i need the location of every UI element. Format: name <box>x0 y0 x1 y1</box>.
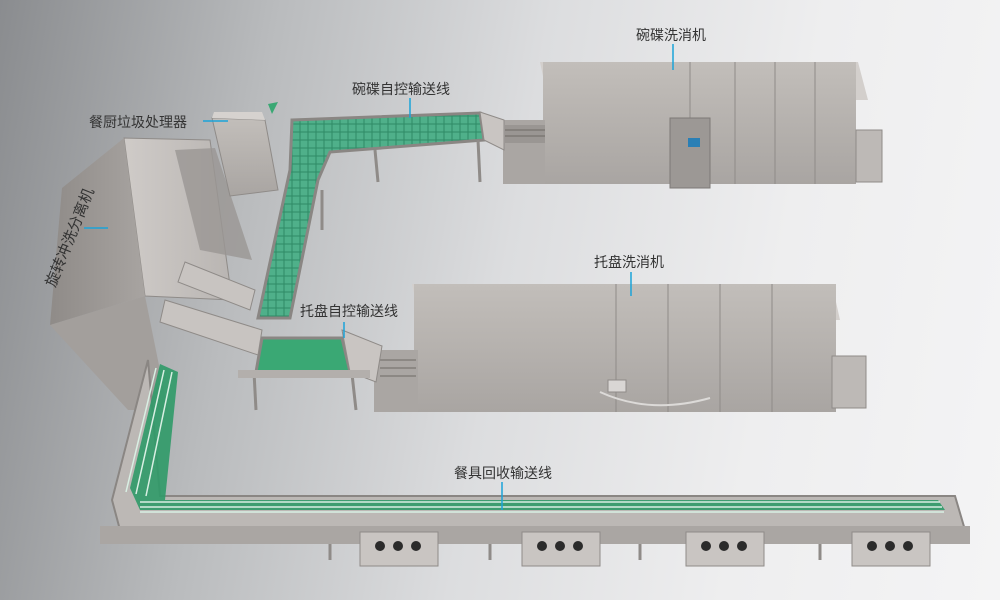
tray-conveyor <box>238 329 383 411</box>
leader-lines <box>84 44 674 510</box>
return-conveyor-label: 餐具回收输送线 <box>454 466 552 482</box>
waste-processor <box>211 102 279 197</box>
rotary-separator <box>50 137 263 410</box>
tray-washer-machine <box>374 284 867 412</box>
return-conveyor <box>100 359 970 567</box>
tray-conveyor-label: 托盘自控输送线 <box>300 304 398 320</box>
dish-conveyor-label: 碗碟自控输送线 <box>352 82 450 98</box>
waste-processor-label: 餐厨垃圾处理器 <box>89 115 187 131</box>
dish-washer-label: 碗碟洗消机 <box>636 28 706 44</box>
dish-washer-machine <box>503 62 883 189</box>
tray-washer-label: 托盘洗消机 <box>594 255 664 271</box>
dish-conveyor <box>256 111 505 320</box>
